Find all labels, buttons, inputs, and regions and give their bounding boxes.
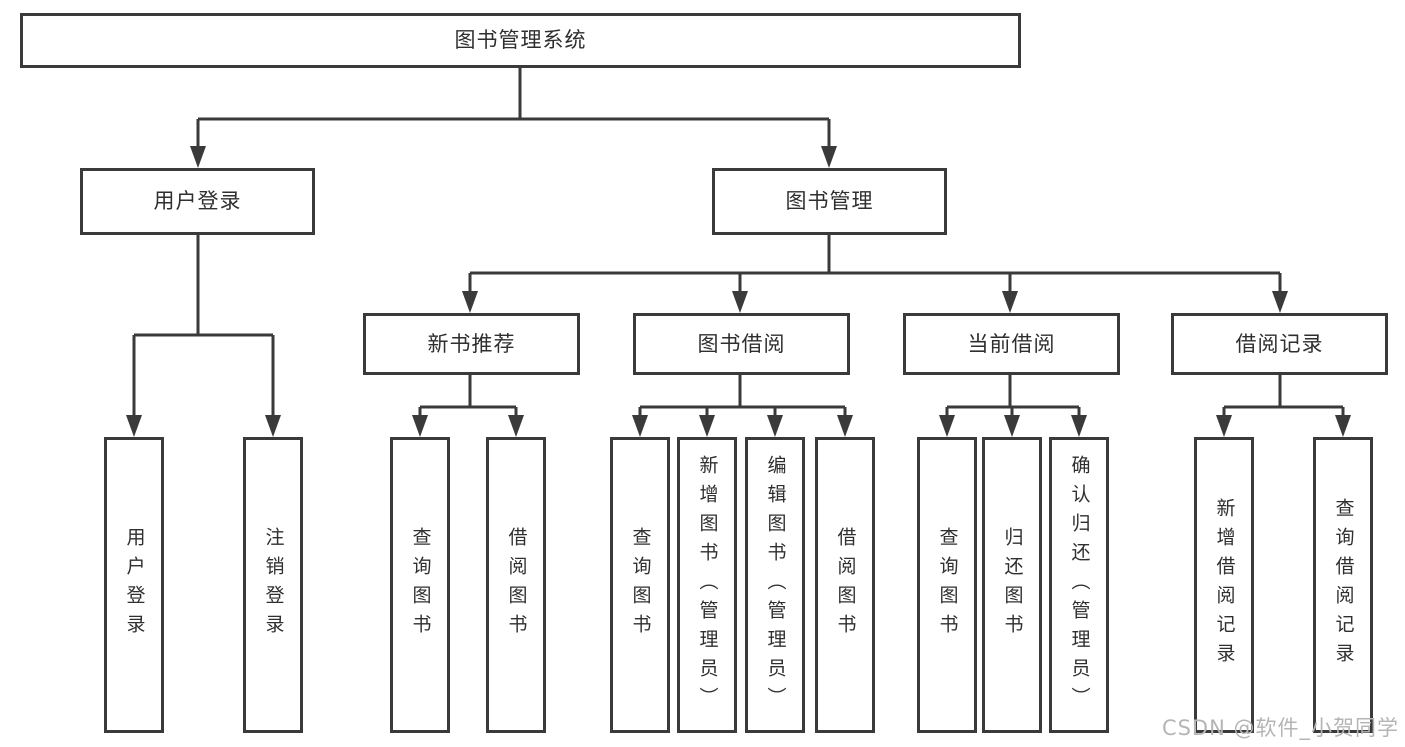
arrowhead-down-icon xyxy=(632,415,648,437)
arrowhead-down-icon xyxy=(939,415,955,437)
node-user-login: 用户登录 xyxy=(80,168,315,235)
node-new-book-recommend: 新书推荐 xyxy=(363,313,580,375)
arrowhead-down-icon xyxy=(126,415,142,437)
node-label: 查询图书 xyxy=(629,527,652,643)
node-borrowing-records: 借阅记录 xyxy=(1171,313,1388,375)
arrowhead-down-icon xyxy=(190,146,206,168)
arrowhead-down-icon xyxy=(412,415,428,437)
node-label: 当前借阅 xyxy=(967,331,1056,356)
arrowhead-down-icon xyxy=(462,291,478,313)
leaf-user-login: 用户登录 xyxy=(104,437,164,733)
node-label: 新书推荐 xyxy=(427,331,516,356)
node-label: 编辑图书（管理员） xyxy=(764,454,787,716)
leaf-logout: 注销登录 xyxy=(243,437,303,733)
arrowhead-down-icon xyxy=(265,415,281,437)
leaf-borrow-books: 借阅图书 xyxy=(815,437,875,733)
arrowhead-down-icon xyxy=(1002,291,1018,313)
node-label: 用户登录 xyxy=(123,527,146,643)
leaf-query-borrow-record: 查询借阅记录 xyxy=(1313,437,1373,733)
node-label: 图书管理 xyxy=(785,189,874,213)
node-book-borrowing: 图书借阅 xyxy=(633,313,850,375)
node-label: 新增借阅记录 xyxy=(1213,498,1236,672)
leaf-return-books: 归还图书 xyxy=(982,437,1042,733)
node-label: 图书借阅 xyxy=(697,331,786,356)
node-label: 图书管理系统 xyxy=(454,28,587,52)
node-label: 归还图书 xyxy=(1001,527,1024,643)
node-label: 查询借阅记录 xyxy=(1332,498,1355,672)
arrowhead-down-icon xyxy=(699,415,715,437)
node-label: 查询图书 xyxy=(409,527,432,643)
arrowhead-down-icon xyxy=(508,415,524,437)
node-label: 确认归还（管理员） xyxy=(1068,454,1091,716)
node-book-management: 图书管理 xyxy=(712,168,947,235)
arrowhead-down-icon xyxy=(767,415,783,437)
node-label: 借阅图书 xyxy=(505,527,528,643)
leaf-query-books-recommend: 查询图书 xyxy=(390,437,450,733)
node-label: 借阅图书 xyxy=(834,527,857,643)
node-label: 新增图书（管理员） xyxy=(696,454,719,716)
node-label: 借阅记录 xyxy=(1235,331,1324,356)
leaf-edit-books-admin: 编辑图书（管理员） xyxy=(745,437,805,733)
leaf-confirm-return-admin: 确认归还（管理员） xyxy=(1049,437,1109,733)
node-current-borrowing: 当前借阅 xyxy=(903,313,1120,375)
leaf-borrow-books-recommend: 借阅图书 xyxy=(486,437,546,733)
arrowhead-down-icon xyxy=(1272,291,1288,313)
leaf-query-books-borrow: 查询图书 xyxy=(610,437,670,733)
arrowhead-down-icon xyxy=(732,291,748,313)
leaf-query-books-current: 查询图书 xyxy=(917,437,977,733)
arrowhead-down-icon xyxy=(1071,415,1087,437)
node-label: 用户登录 xyxy=(153,189,242,213)
arrowhead-down-icon xyxy=(1004,415,1020,437)
node-library-management-system: 图书管理系统 xyxy=(20,13,1021,68)
node-label: 查询图书 xyxy=(936,527,959,643)
csdn-watermark: CSDN @软件_小贺同学 xyxy=(1161,716,1399,740)
arrowhead-down-icon xyxy=(1216,415,1232,437)
node-label: 注销登录 xyxy=(262,527,285,643)
arrowhead-down-icon xyxy=(1335,415,1351,437)
leaf-add-borrow-record: 新增借阅记录 xyxy=(1194,437,1254,733)
arrowhead-down-icon xyxy=(837,415,853,437)
leaf-add-books-admin: 新增图书（管理员） xyxy=(677,437,737,733)
arrowhead-down-icon xyxy=(821,146,837,168)
